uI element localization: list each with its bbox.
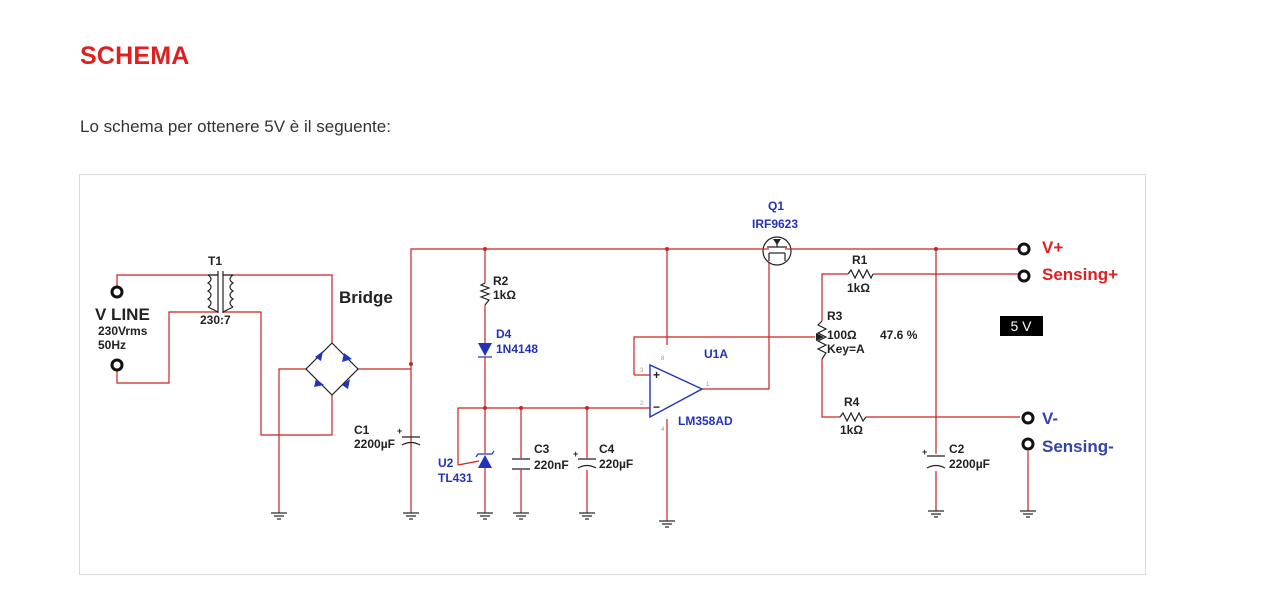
sense-plus-terminal <box>1017 269 1031 283</box>
svg-text:4: 4 <box>661 427 665 433</box>
vline-voltage: 230Vrms <box>98 324 148 338</box>
schematic-frame: V LINE 230Vrms 50Hz T1 230:7 Bridge <box>79 174 1146 575</box>
u1-value: LM358AD <box>678 414 733 428</box>
u2-value: TL431 <box>438 471 473 485</box>
c1-ref: C1 <box>354 423 370 437</box>
c2-value: 2200µF <box>949 457 990 471</box>
r2-value: 1kΩ <box>493 288 516 302</box>
vline-terminal-top <box>110 285 124 299</box>
c1-value: 2200µF <box>354 437 395 451</box>
u1-opamp-symbol: + − 1 3 2 8 4 <box>634 356 710 433</box>
r1-value: 1kΩ <box>847 281 870 295</box>
d4-diode-symbol <box>478 343 492 358</box>
transformer-ref: T1 <box>208 254 222 268</box>
r1-resistor-symbol <box>847 268 874 280</box>
d4-ref: D4 <box>496 327 512 341</box>
r4-value: 1kΩ <box>840 423 863 437</box>
r4-resistor-symbol <box>839 411 867 423</box>
vminus-terminal <box>1021 411 1035 425</box>
sense-minus-label: Sensing- <box>1042 437 1114 456</box>
ground-symbols <box>271 510 1036 528</box>
svg-text:2: 2 <box>640 401 644 407</box>
c3-capacitor-symbol <box>512 458 530 470</box>
vplus-terminal <box>1017 242 1031 256</box>
sense-minus-terminal <box>1021 437 1035 451</box>
sense-plus-label: Sensing+ <box>1042 265 1118 284</box>
c2-ref: C2 <box>949 442 965 456</box>
circuit-schematic: V LINE 230Vrms 50Hz T1 230:7 Bridge <box>95 199 1118 528</box>
svg-text:+: + <box>653 368 660 382</box>
r1-ref: R1 <box>852 253 868 267</box>
c3-value: 220nF <box>534 458 569 472</box>
c4-value: 220µF <box>599 457 633 471</box>
svg-text:1: 1 <box>706 382 710 388</box>
transformer-ratio: 230:7 <box>200 313 231 327</box>
svg-text:8: 8 <box>661 356 665 362</box>
q1-ref: Q1 <box>768 199 784 213</box>
c1-capacitor-symbol: + <box>397 426 421 446</box>
voltage-readout-box <box>1000 316 1043 336</box>
voltage-readout: 5 V <box>1010 318 1032 334</box>
u1-ref: U1A <box>704 347 728 361</box>
vplus-label: V+ <box>1042 238 1063 257</box>
wires <box>116 248 1029 521</box>
r3-value: 100Ω <box>827 328 857 342</box>
vline-label: V LINE <box>95 305 150 324</box>
bridge-rectifier-symbol <box>305 342 359 396</box>
q1-value: IRF9623 <box>752 217 798 231</box>
r3-key: Key=A <box>827 342 865 356</box>
svg-text:+: + <box>397 426 402 436</box>
r3-setting: 47.6 % <box>880 328 918 342</box>
u2-ref: U2 <box>438 456 454 470</box>
vline-terminal-bottom <box>110 358 124 372</box>
transformer-symbol <box>206 271 235 313</box>
q1-mosfet-symbol <box>762 236 792 266</box>
d4-value: 1N4148 <box>496 342 538 356</box>
vminus-label: V- <box>1042 409 1058 428</box>
svg-text:+: + <box>922 447 927 457</box>
svg-text:3: 3 <box>640 368 644 374</box>
c2-capacitor-symbol: + <box>922 447 946 469</box>
c4-capacitor-symbol: + <box>573 449 597 469</box>
junctions <box>409 247 938 410</box>
r3-potentiometer-symbol <box>816 320 828 360</box>
svg-text:−: − <box>653 400 660 414</box>
r3-ref: R3 <box>827 309 843 323</box>
r2-resistor-symbol <box>479 282 491 306</box>
r2-ref: R2 <box>493 274 509 288</box>
page-title: SCHEMA <box>80 42 190 70</box>
u2-shunt-reference-symbol <box>457 450 495 468</box>
svg-text:+: + <box>573 449 578 459</box>
c4-ref: C4 <box>599 442 615 456</box>
vline-frequency: 50Hz <box>98 338 126 352</box>
intro-text: Lo schema per ottenere 5V è il seguente: <box>80 117 391 136</box>
c3-ref: C3 <box>534 442 550 456</box>
bridge-label: Bridge <box>339 288 393 307</box>
r4-ref: R4 <box>844 395 860 409</box>
